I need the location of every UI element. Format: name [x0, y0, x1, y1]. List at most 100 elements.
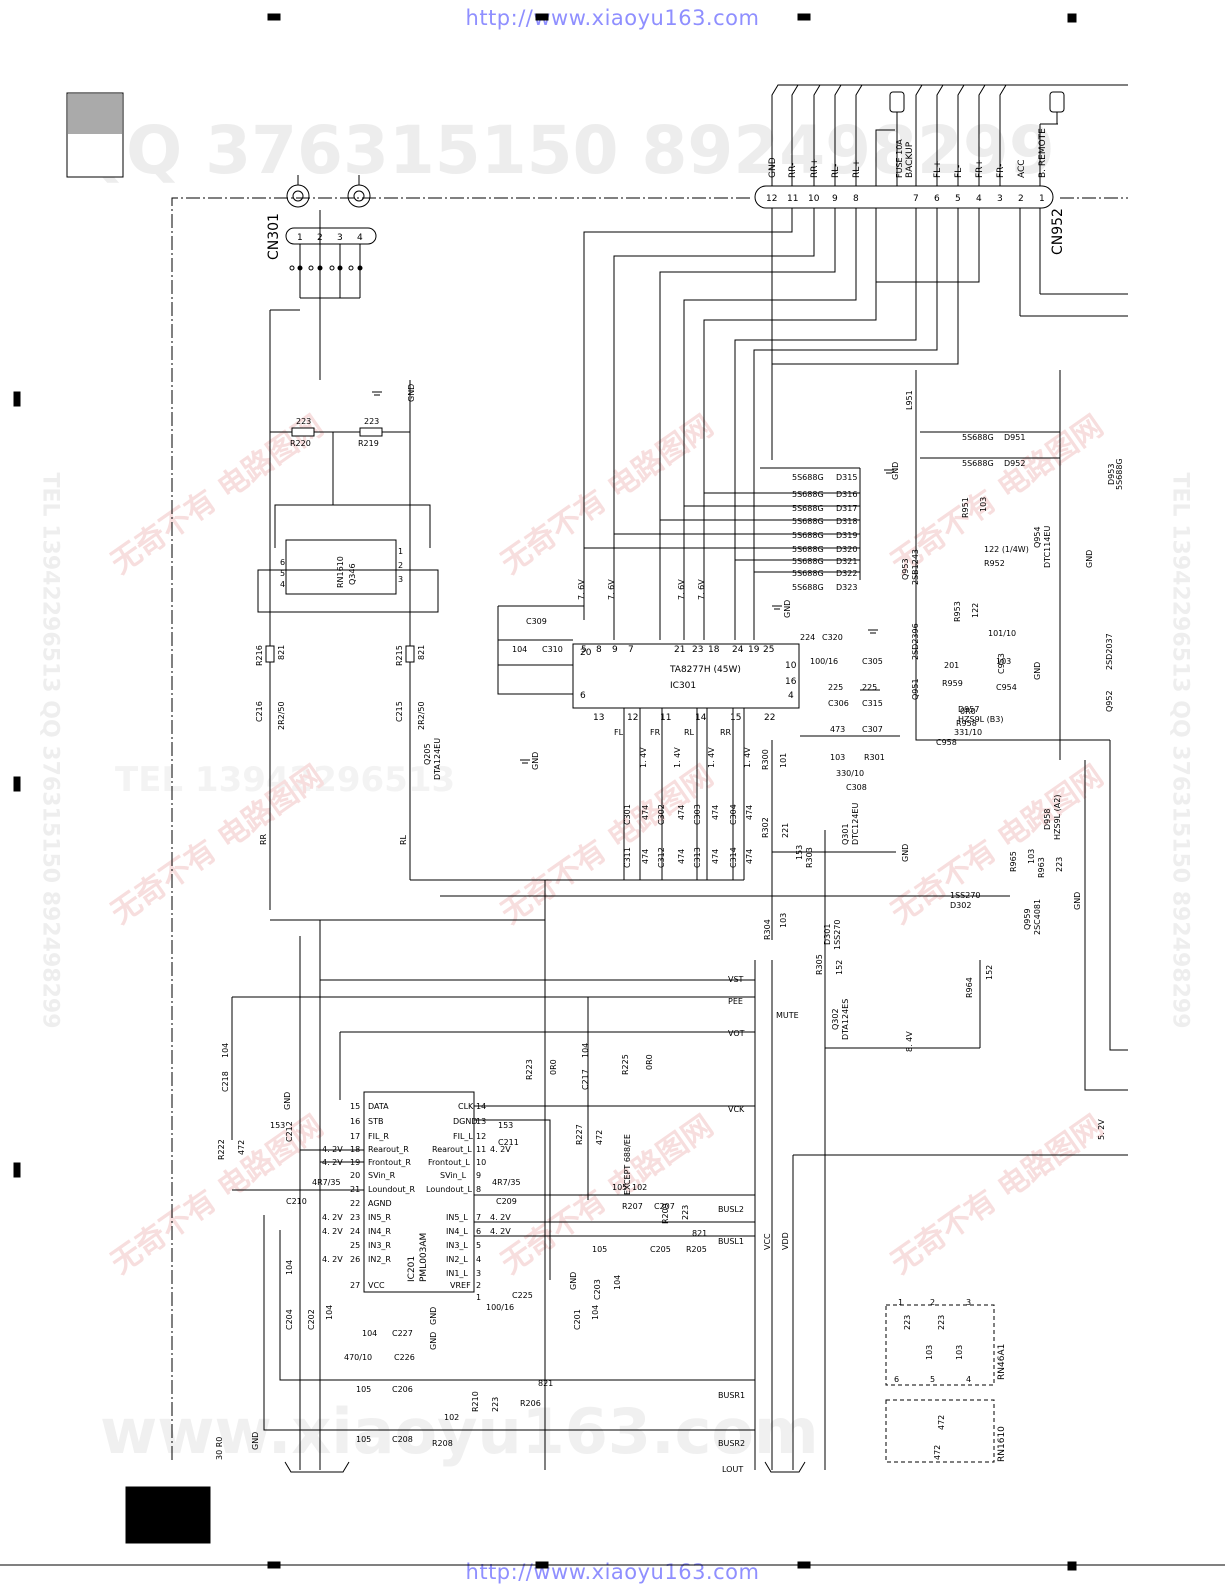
- cn301-pin-2: 2: [317, 233, 323, 243]
- ic301-pin-6: 6: [580, 691, 586, 701]
- c314-ref: C314: [729, 847, 738, 868]
- d951-ref: D951: [1004, 433, 1025, 442]
- cn952-connector: [754, 185, 1054, 209]
- ic201-pin-frontout-r: Frontout_R: [368, 1158, 411, 1167]
- c225-ref: C225: [512, 1291, 533, 1300]
- l951-ref: L951: [905, 390, 914, 410]
- net-1v4-1: 1. 4V: [639, 747, 648, 768]
- c206-value: 105: [356, 1385, 371, 1394]
- rn1610-value-1: 472: [937, 1415, 946, 1430]
- c304-ref: C304: [729, 804, 738, 825]
- cn952-sig-rl-minus: RL-: [831, 164, 841, 178]
- q346-pin-4: 4: [280, 580, 285, 589]
- c314-value: 474: [745, 849, 754, 864]
- ic201-pin-23: 23: [350, 1213, 360, 1222]
- d318-ref: D318: [836, 517, 857, 526]
- ic201-pin-in2-l: IN2_L: [446, 1255, 468, 1264]
- c215-ref: C215: [395, 701, 404, 722]
- r952-ref: R952: [984, 559, 1005, 568]
- board-outline: [171, 197, 750, 1460]
- rn46a1-pin-2: 2: [930, 1298, 935, 1307]
- d952-part: 5S688G: [962, 459, 994, 468]
- rn46a1-pin-1: 1: [898, 1298, 903, 1307]
- section-index-shade: [68, 94, 122, 134]
- c303-ref: C303: [693, 804, 702, 825]
- net-1v4-4: 1. 4V: [743, 747, 752, 768]
- ic201-pin-1: 1: [476, 1293, 481, 1302]
- c210-ref: C210: [286, 1197, 307, 1206]
- c308-ref: C308: [846, 783, 867, 792]
- r223-ref: R223: [525, 1059, 534, 1080]
- header-url[interactable]: http://www.xiaoyu163.com: [465, 6, 760, 30]
- d316-part: 5S688G: [792, 490, 824, 499]
- ic201-pin-in3-l: IN3_L: [446, 1241, 468, 1250]
- c309-ref: C309: [526, 617, 547, 626]
- c227-value: 104: [362, 1329, 377, 1338]
- rn46a1-pin-5: 5: [930, 1375, 935, 1384]
- net-vdd: VDD: [781, 1232, 790, 1250]
- ic201-pin-agnd: AGND: [368, 1199, 392, 1208]
- d317-ref: D317: [836, 504, 857, 513]
- c302-ref: C302: [657, 804, 666, 825]
- c315-ref: C315: [862, 699, 883, 708]
- r964-ref: R964: [965, 977, 974, 998]
- rn46a1-value-3: 103: [925, 1345, 934, 1360]
- net-7v6-2: 7. 6V: [607, 579, 616, 600]
- net-5v2: 5. 2V: [1097, 1119, 1106, 1140]
- ic201-v-2: 4. 2V: [322, 1158, 343, 1167]
- c203-value: 104: [613, 1275, 622, 1290]
- c209-value: 4R7/35: [492, 1178, 521, 1187]
- ic201-pin-15: 15: [350, 1102, 360, 1111]
- ic201-pin-14: 14: [476, 1102, 486, 1111]
- c206-ref: C206: [392, 1385, 413, 1394]
- reg-mark: [1067, 1561, 1077, 1571]
- ic201-pin-16: 16: [350, 1117, 360, 1126]
- c306-ref: C306: [828, 699, 849, 708]
- net-gnd-3: GND: [891, 462, 900, 480]
- c313-value: 474: [711, 849, 720, 864]
- r303-value: 153: [795, 845, 804, 860]
- c306-value: 225: [828, 683, 843, 692]
- ic201-pin-19: 19: [350, 1158, 360, 1167]
- net-gnd-8: GND: [1033, 662, 1042, 680]
- net-1v4-2: 1. 4V: [673, 747, 682, 768]
- ic201-pml003am: [363, 1091, 475, 1293]
- ic301-part: TA8277H (45W): [669, 665, 741, 675]
- ic201-pin-loundout-l: Loundout_L: [426, 1185, 473, 1194]
- ic201-pin-frontout-l: Frontout_L: [428, 1158, 470, 1167]
- ic201-pin-11: 11: [476, 1145, 486, 1154]
- ic201-pin-8: 8: [476, 1185, 481, 1194]
- reg-mark: [13, 776, 21, 792]
- ic201-pin-loundout-r: Loundout_R: [368, 1185, 416, 1194]
- r302-ref: R302: [761, 817, 770, 838]
- r300-ref: R300: [761, 749, 770, 770]
- c954-value: 103: [996, 657, 1011, 666]
- net-busr2: BUSR2: [718, 1439, 745, 1448]
- r208-value: 102: [444, 1413, 459, 1422]
- ic201-pin-21: 21: [350, 1185, 360, 1194]
- ic201-pin-17: 17: [350, 1132, 360, 1141]
- ic201-pin-7: 7: [476, 1213, 481, 1222]
- ic201-pin-in3-r: IN3_R: [368, 1241, 391, 1250]
- footer-url[interactable]: http://www.xiaoyu163.com: [465, 1560, 760, 1584]
- r302-value: 221: [781, 823, 790, 838]
- rn46a1-box: [885, 1304, 995, 1386]
- ic201-v-7: 4. 2V: [490, 1213, 511, 1222]
- cn301-pin-1: 1: [297, 233, 303, 243]
- r220-ref: R220: [290, 439, 311, 448]
- cn301-pin-3: 3: [337, 233, 343, 243]
- net-1v4-3: 1. 4V: [707, 747, 716, 768]
- ic201-pin-vref: VREF: [450, 1281, 471, 1290]
- ic301-pin-11: 11: [660, 713, 671, 723]
- d319-ref: D319: [836, 531, 857, 540]
- c320-value: 224: [800, 633, 815, 642]
- c204-ref: C204: [285, 1309, 294, 1330]
- r205-value: 821: [692, 1229, 707, 1238]
- d301-part: 1SS270: [833, 919, 842, 950]
- ic301-pin-12: 12: [627, 713, 638, 723]
- ic301-label-fl: FL: [614, 728, 624, 737]
- ic301-pin-22: 22: [764, 713, 775, 723]
- ic201-pin-13: 13: [476, 1117, 486, 1126]
- r304-value: 103: [779, 913, 788, 928]
